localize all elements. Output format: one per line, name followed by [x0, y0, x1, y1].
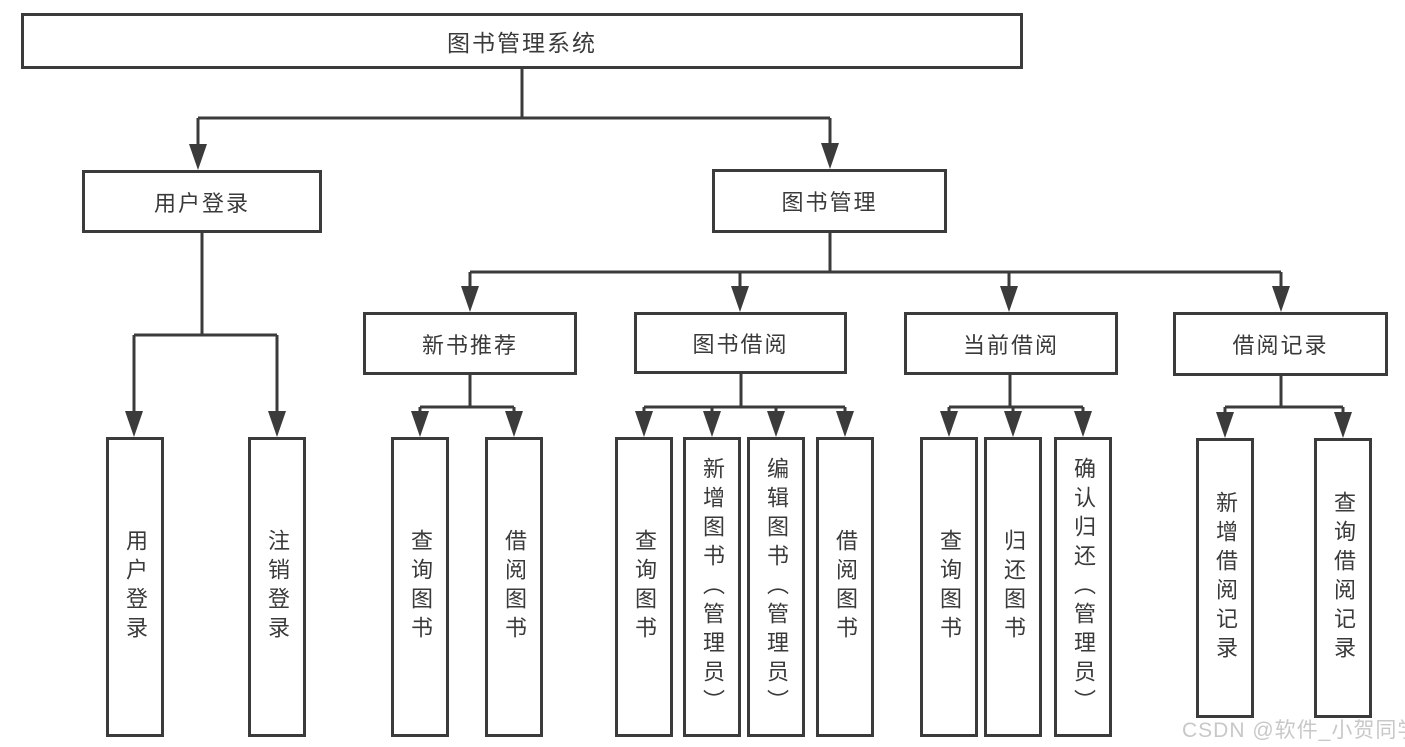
leaf-bookborrow-query-books: 查询图书 — [615, 437, 673, 737]
leaf-currentborrow-return-books: 归还图书 — [984, 437, 1042, 737]
node-new-book-recommend: 新书推荐 — [363, 312, 577, 375]
connector-bookborrow-to-leaves — [642, 374, 847, 415]
node-label: 借阅记录 — [1232, 333, 1329, 358]
node-book-borrowing: 图书借阅 — [634, 312, 847, 374]
arrowhead-icon — [1272, 286, 1290, 312]
node-label: 图书管理系统 — [447, 30, 597, 56]
arrowhead-icon — [1004, 411, 1022, 437]
node-library-management-system: 图书管理系统 — [21, 13, 1023, 69]
leaf-bookborrow-edit-books-admin: 编辑图书（管理员） — [747, 437, 805, 737]
connector-newbookrec-to-leaves — [418, 375, 516, 415]
connector-userlogin-to-leaves — [132, 233, 279, 415]
leaf-label: 查询图书 — [632, 529, 657, 645]
arrowhead-icon — [189, 144, 207, 170]
arrowhead-icon — [703, 411, 721, 437]
leaf-label: 新增借阅记录 — [1213, 491, 1238, 665]
node-label: 图书管理 — [781, 190, 878, 215]
arrowhead-icon — [836, 411, 854, 437]
leaf-label: 查询借阅记录 — [1331, 491, 1356, 665]
leaf-newbookrec-borrow-books: 借阅图书 — [485, 437, 543, 737]
leaf-records-query-borrow-record: 查询借阅记录 — [1314, 438, 1372, 718]
leaf-label: 用户登录 — [123, 529, 148, 645]
leaf-currentborrow-confirm-return-admin: 确认归还（管理员） — [1054, 437, 1112, 737]
arrowhead-icon — [125, 411, 143, 437]
arrowhead-icon — [411, 411, 429, 437]
arrowhead-icon — [1216, 412, 1234, 438]
arrowhead-icon — [461, 286, 479, 312]
leaf-bookborrow-add-books-admin: 新增图书（管理员） — [683, 437, 741, 737]
leaf-newbookrec-query-books: 查询图书 — [391, 437, 449, 737]
arrowhead-icon — [821, 143, 839, 169]
arrowhead-icon — [635, 411, 653, 437]
node-label: 用户登录 — [153, 190, 250, 216]
node-label: 新书推荐 — [421, 332, 518, 358]
node-label: 当前借阅 — [962, 332, 1059, 358]
arrowhead-icon — [1334, 412, 1352, 438]
leaf-label: 新增图书（管理员） — [700, 456, 725, 718]
leaf-bookborrow-borrow-books: 借阅图书 — [816, 437, 874, 737]
leaf-label: 编辑图书（管理员） — [764, 456, 789, 718]
connector-root-to-level2 — [196, 69, 832, 148]
node-current-borrowing: 当前借阅 — [904, 312, 1118, 375]
leaf-currentborrow-query-books: 查询图书 — [920, 437, 978, 737]
node-user-login: 用户登录 — [82, 170, 322, 233]
leaf-label: 借阅图书 — [833, 529, 858, 645]
arrowhead-icon — [505, 411, 523, 437]
connector-borrowrecords-to-leaves — [1223, 376, 1345, 416]
leaf-records-add-borrow-record: 新增借阅记录 — [1196, 438, 1254, 718]
connector-currentborrow-to-leaves — [947, 375, 1085, 415]
leaf-label: 归还图书 — [1001, 529, 1026, 645]
node-label: 图书借阅 — [692, 332, 789, 357]
arrowhead-icons — [125, 143, 1352, 438]
arrowhead-icon — [268, 411, 286, 437]
node-borrowing-records: 借阅记录 — [1173, 312, 1388, 376]
leaf-label: 借阅图书 — [502, 529, 527, 645]
arrowhead-icon — [767, 411, 785, 437]
connector-bookmgmt-to-level3 — [468, 232, 1283, 290]
leaf-label: 查询图书 — [937, 529, 962, 645]
leaf-label: 注销登录 — [265, 529, 290, 645]
leaf-user-login: 用户登录 — [106, 437, 164, 737]
node-book-management: 图书管理 — [712, 169, 947, 233]
arrowhead-icon — [731, 286, 749, 312]
leaf-logout-login: 注销登录 — [248, 437, 306, 737]
leaf-label: 确认归还（管理员） — [1071, 456, 1096, 718]
arrowhead-icon — [1000, 286, 1018, 312]
leaf-label: 查询图书 — [408, 529, 433, 645]
arrowhead-icon — [1074, 411, 1092, 437]
arrowhead-icon — [940, 411, 958, 437]
csdn-watermark: CSDN @软件_小贺同学 — [1182, 719, 1405, 742]
